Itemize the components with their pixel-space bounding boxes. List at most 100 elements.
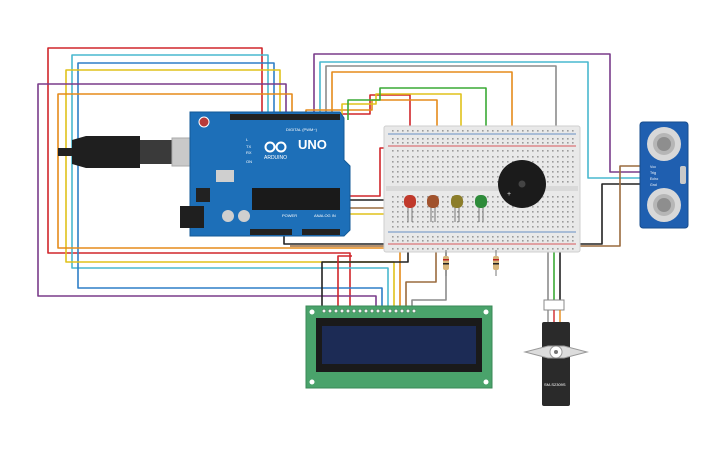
- breadboard-hole: [477, 161, 479, 163]
- breadboard-hole: [462, 226, 464, 228]
- breadboard-hole: [552, 211, 554, 213]
- sensor-model: HC-SR04: [689, 160, 694, 180]
- breadboard-hole: [457, 161, 459, 163]
- breadboard-hole: [492, 226, 494, 228]
- breadboard-hole: [462, 130, 464, 132]
- breadboard-hole: [557, 211, 559, 213]
- breadboard-hole: [522, 248, 524, 250]
- breadboard-hole: [487, 171, 489, 173]
- breadboard-hole: [477, 211, 479, 213]
- breadboard-hole: [407, 150, 409, 152]
- breadboard-hole: [522, 226, 524, 228]
- breadboard-hole: [502, 211, 504, 213]
- breadboard-hole: [437, 130, 439, 132]
- sensor-pin-echo: Echo: [650, 177, 658, 181]
- breadboard-hole: [562, 181, 564, 183]
- breadboard-hole: [407, 142, 409, 144]
- breadboard-hole: [472, 181, 474, 183]
- breadboard-hole: [532, 161, 534, 163]
- breadboard-hole: [452, 248, 454, 250]
- breadboard-hole: [552, 206, 554, 208]
- breadboard-hole: [567, 236, 569, 238]
- breadboard-hole: [502, 216, 504, 218]
- arduino-infinity-logo: [264, 141, 287, 153]
- breadboard-hole: [392, 138, 394, 140]
- breadboard-hole: [462, 216, 464, 218]
- breadboard-hole: [537, 221, 539, 223]
- breadboard-hole: [447, 211, 449, 213]
- breadboard-hole: [502, 240, 504, 242]
- breadboard-hole: [502, 142, 504, 144]
- breadboard-hole: [537, 138, 539, 140]
- breadboard-hole: [457, 176, 459, 178]
- breadboard-hole: [427, 166, 429, 168]
- breadboard-hole: [502, 130, 504, 132]
- breadboard-hole: [542, 138, 544, 140]
- breadboard-hole: [562, 206, 564, 208]
- breadboard-hole: [572, 171, 574, 173]
- breadboard-hole: [437, 166, 439, 168]
- reset-button[interactable]: [198, 116, 210, 128]
- breadboard-hole: [422, 171, 424, 173]
- wire-yellow-outer: [65, 69, 395, 308]
- lcd-pin: [357, 308, 363, 314]
- breadboard-hole: [557, 226, 559, 228]
- breadboard-hole: [487, 211, 489, 213]
- breadboard-hole: [477, 240, 479, 242]
- breadboard-hole: [392, 181, 394, 183]
- breadboard-hole: [402, 171, 404, 173]
- breadboard-hole: [422, 176, 424, 178]
- breadboard-hole: [447, 156, 449, 158]
- breadboard-hole: [532, 130, 534, 132]
- breadboard-hole: [472, 176, 474, 178]
- breadboard-hole: [472, 166, 474, 168]
- breadboard-hole: [437, 161, 439, 163]
- resistor-1: [443, 250, 449, 276]
- breadboard-hole: [547, 240, 549, 242]
- breadboard-hole: [542, 248, 544, 250]
- breadboard-hole: [572, 201, 574, 203]
- breadboard-hole: [412, 171, 414, 173]
- breadboard-hole: [472, 211, 474, 213]
- breadboard-hole: [572, 206, 574, 208]
- breadboard-hole: [397, 221, 399, 223]
- breadboard-hole: [517, 156, 519, 158]
- breadboard-hole: [417, 130, 419, 132]
- breadboard-hole: [567, 240, 569, 242]
- breadboard-hole: [492, 161, 494, 163]
- breadboard-hole: [572, 161, 574, 163]
- breadboard-hole: [422, 156, 424, 158]
- breadboard-hole: [427, 236, 429, 238]
- breadboard-hole: [477, 150, 479, 152]
- breadboard-hole: [457, 142, 459, 144]
- breadboard-hole: [477, 176, 479, 178]
- breadboard-hole: [572, 221, 574, 223]
- breadboard-hole: [442, 176, 444, 178]
- breadboard-hole: [452, 176, 454, 178]
- breadboard-hole: [477, 138, 479, 140]
- breadboard-hole: [422, 206, 424, 208]
- svg-text:+: +: [507, 191, 511, 198]
- breadboard-hole: [472, 161, 474, 163]
- breadboard-hole: [537, 206, 539, 208]
- breadboard-hole: [527, 211, 529, 213]
- breadboard-hole: [452, 161, 454, 163]
- breadboard-hole: [467, 156, 469, 158]
- ultrasonic-sensor: HC-SR04 Vcc Trig Echo Gnd: [639, 121, 694, 229]
- breadboard-hole: [447, 130, 449, 132]
- breadboard-hole: [407, 166, 409, 168]
- breadboard-hole: [552, 196, 554, 198]
- breadboard-hole: [392, 206, 394, 208]
- breadboard-hole: [422, 201, 424, 203]
- breadboard-hole: [527, 240, 529, 242]
- breadboard-hole: [452, 156, 454, 158]
- breadboard-hole: [552, 156, 554, 158]
- breadboard-hole: [422, 142, 424, 144]
- breadboard-hole: [482, 176, 484, 178]
- breadboard-hole: [557, 221, 559, 223]
- breadboard-hole: [537, 240, 539, 242]
- breadboard-hole: [452, 150, 454, 152]
- wire-orange-outer: [57, 93, 401, 308]
- breadboard-hole: [477, 226, 479, 228]
- breadboard-hole: [392, 171, 394, 173]
